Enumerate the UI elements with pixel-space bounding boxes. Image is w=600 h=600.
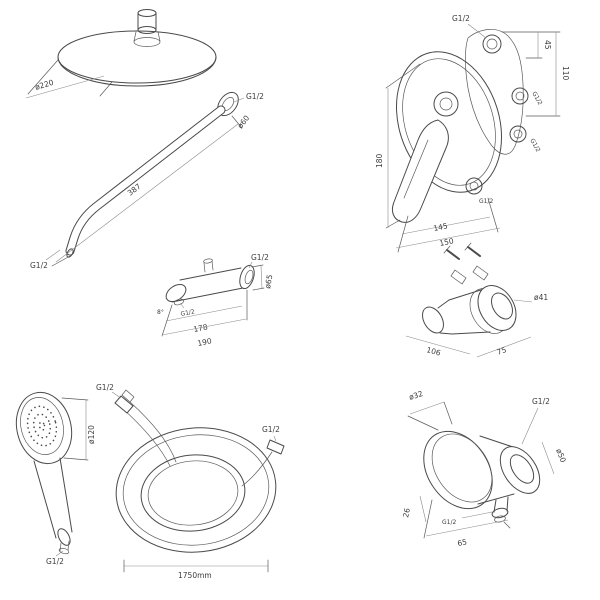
overhead-shower-drawing: ø220 G1/2 ø60 387 G1/2	[25, 9, 264, 270]
dim-mixer-110: 110	[561, 66, 570, 81]
dim-spout-length-inner: 178	[193, 322, 209, 334]
dim-mixer-thread-side-upper: G1/2	[530, 91, 543, 107]
dim-arm-diameter: ø60	[235, 113, 251, 130]
dim-mixer-145: 145	[433, 221, 449, 233]
dim-mixer-thread-side-lower: G1/2	[528, 138, 541, 154]
hose-drawing: G1/2 G1/2 1750mm	[96, 383, 285, 580]
dim-outlet-diameter-top: ø32	[408, 389, 424, 402]
dim-mixer-150: 150	[439, 236, 455, 248]
dim-bracket-length: 106	[425, 345, 441, 357]
dim-outlet-65: 65	[457, 537, 468, 548]
dim-outlet-thread-center: G1/2	[442, 519, 456, 526]
dim-arm-thread-top: G1/2	[246, 92, 264, 101]
mixer-valve-drawing: G1/2 G1/2 G1/2 G1/2 45 110 180 145 150	[375, 14, 570, 253]
dim-arm-thread-end: G1/2	[30, 261, 48, 270]
dim-spout-angle: 8°	[157, 309, 164, 316]
hand-shower-drawing: ø120 G1/2	[15, 391, 96, 566]
dim-outlet-diameter-right: ø50	[554, 447, 568, 464]
bracket-drawing: 106 75 ø41	[405, 242, 548, 358]
dim-mixer-45: 45	[543, 40, 552, 50]
dim-mixer-thread-top: G1/2	[452, 14, 470, 23]
dim-spout-diameter: ø65	[263, 274, 274, 290]
dim-spout-thread-wall: G1/2	[251, 253, 269, 262]
dim-bracket-diameter: ø41	[534, 293, 548, 302]
spout-drawing: G1/2 ø65 8° G1/2 178 190	[157, 253, 274, 348]
dim-outlet-26: 26	[401, 507, 412, 518]
dim-mixer-180: 180	[375, 153, 384, 168]
dim-spout-length-outer: 190	[197, 336, 213, 348]
dim-mixer-thread-bottom: G1/2	[479, 198, 493, 205]
dim-hose-length: 1750mm	[178, 571, 212, 580]
dim-bracket-depth: 75	[496, 345, 508, 357]
wall-outlet-drawing: ø32 G1/2 ø50 26 65 G1/2	[401, 389, 568, 548]
dim-handshower-thread: G1/2	[46, 557, 64, 566]
dim-spout-thread-bottom: G1/2	[180, 308, 196, 318]
dim-head-diameter: ø220	[34, 78, 55, 92]
dim-hose-thread-b: G1/2	[262, 425, 280, 434]
dim-handshower-diameter: ø120	[87, 425, 96, 444]
dim-outlet-thread-top: G1/2	[532, 397, 550, 406]
dim-hose-thread-a: G1/2	[96, 383, 114, 392]
